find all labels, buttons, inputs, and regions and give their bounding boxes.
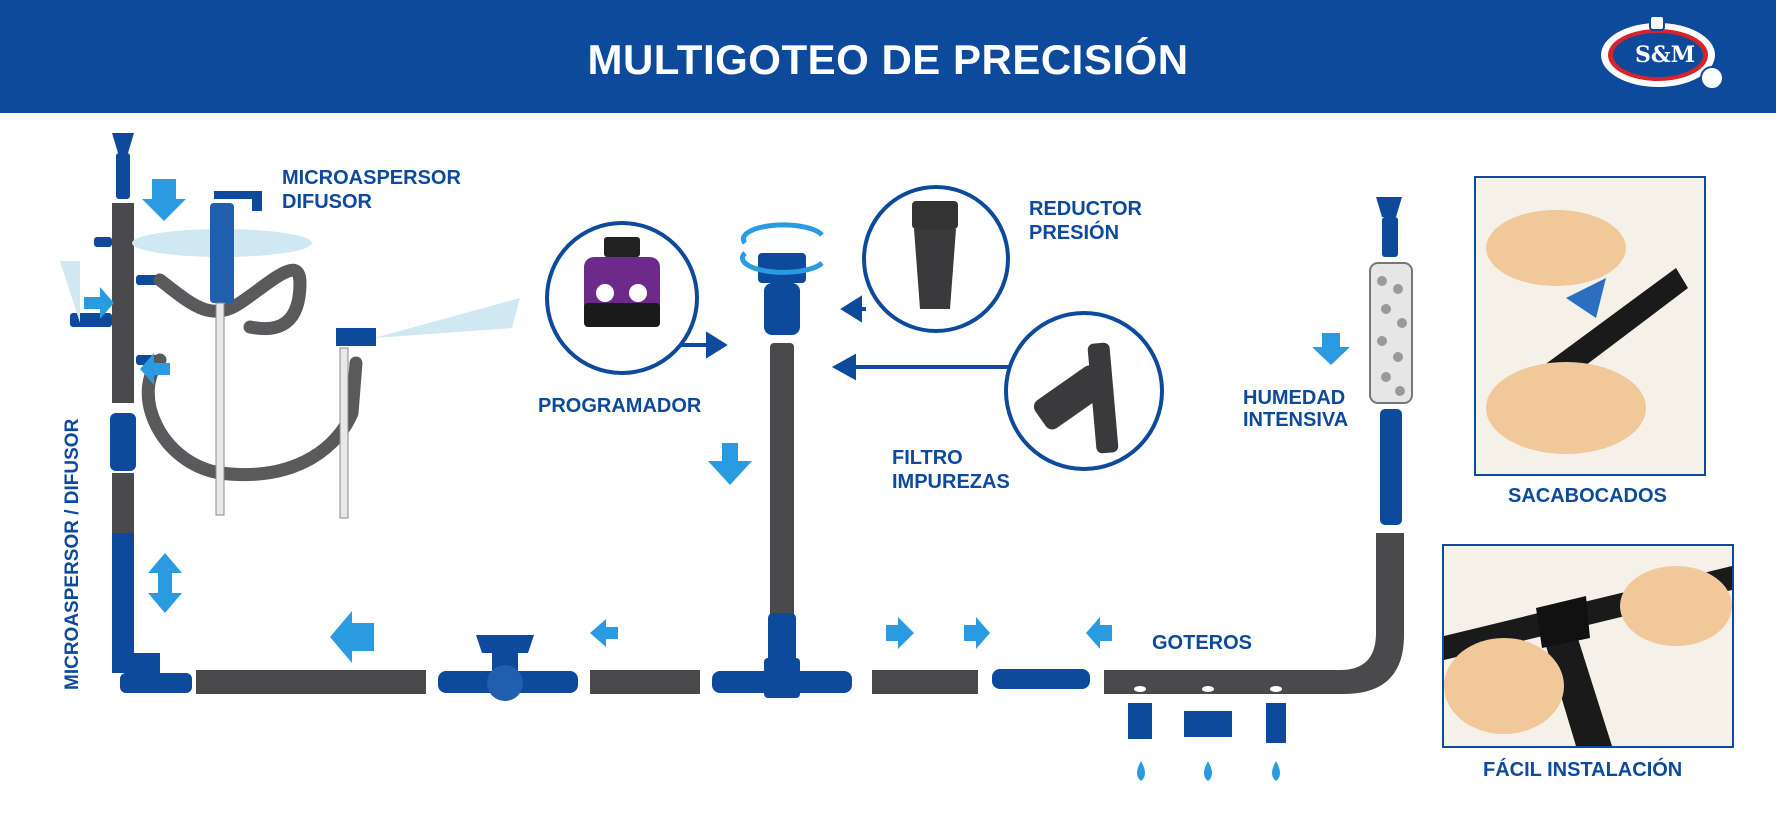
programador-circle [545,221,699,375]
irrigation-diagram [60,133,1413,781]
label-difusor: DIFUSOR [282,191,372,213]
humedad-column [1369,197,1413,525]
label-impurezas: IMPUREZAS [892,471,1010,493]
connector-arrows [675,295,1010,381]
facil-instalacion-photo [1442,544,1734,748]
label-presion: PRESIÓN [1029,222,1120,244]
header-bar [0,0,1776,113]
label-intensiva: INTENSIVA [1243,409,1349,431]
label-filtro: FILTRO [892,447,963,469]
page-title: MULTIGOTEO DE PRECISIÓN [587,36,1189,83]
sacabocados-photo [1474,176,1706,476]
label-sacabocados: SACABOCADOS [1508,485,1667,507]
flow-arrows [84,179,1350,663]
main-pipe [196,533,1404,694]
reductor-circle [862,185,1010,333]
label-programador: PROGRAMADOR [538,395,702,417]
swivel-arrows [739,222,824,275]
vertical-supply-pipe [758,253,806,698]
microaspersor-stakes [60,191,520,519]
logo-text: S&M [1634,42,1696,68]
label-reductor: REDUCTOR [1029,198,1142,220]
label-microaspersor: MICROASPERSOR [282,167,461,189]
filtro-circle [1004,311,1164,471]
label-humedad: HUMEDAD [1243,387,1346,409]
label-vertical-microaspersor-difusor: MICROASPERSOR / DIFUSOR [62,418,83,690]
label-goteros: GOTEROS [1152,632,1253,654]
brand-logo [1601,15,1724,90]
label-facil-instalacion: FÁCIL INSTALACIÓN [1483,759,1683,781]
ball-valve [476,635,534,701]
goteros-emitters [1128,686,1286,781]
hoses [141,263,363,481]
